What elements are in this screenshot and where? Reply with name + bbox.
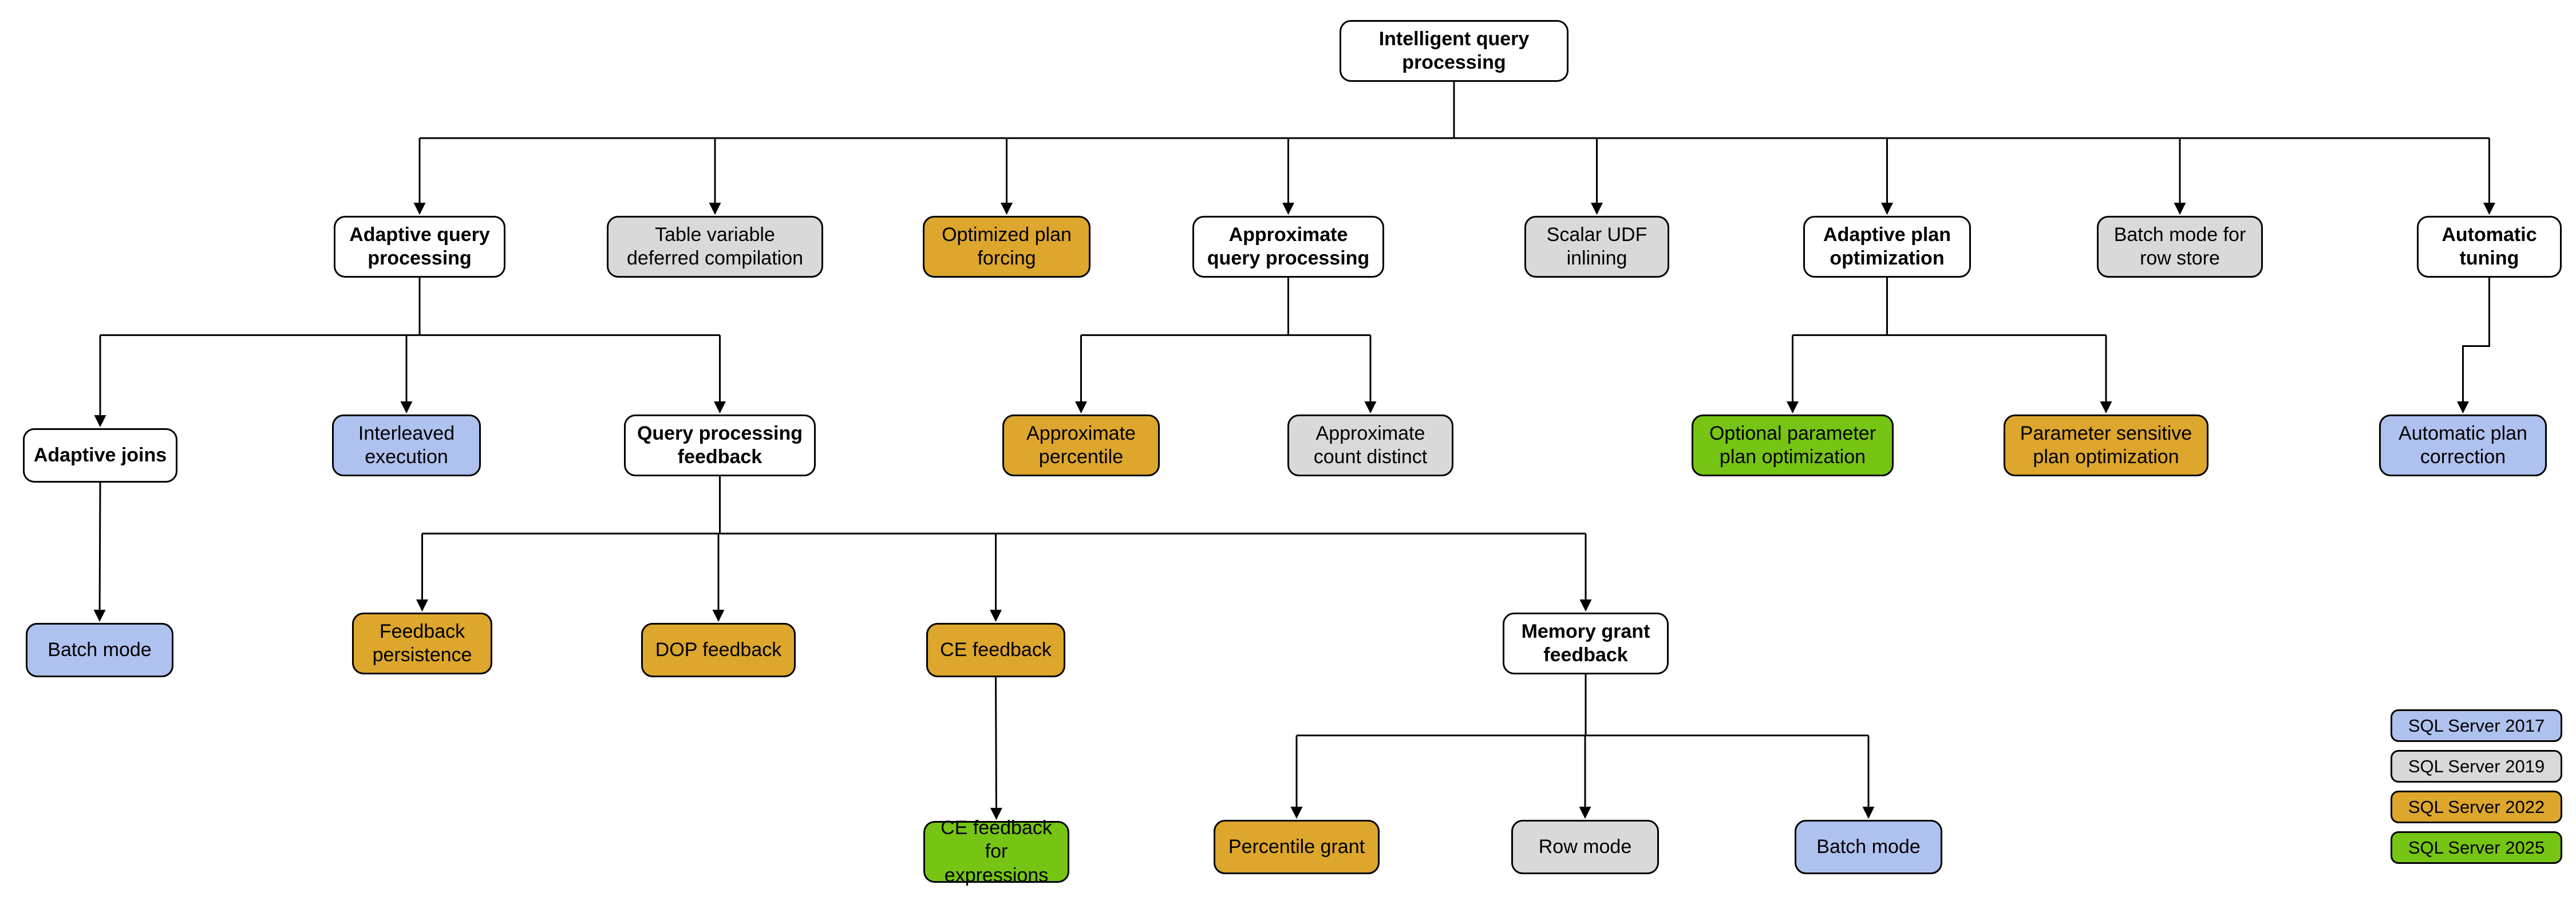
legend-item-sql-server-2025: SQL Server 2025 (2391, 831, 2562, 864)
node-label: Adaptive query processing (349, 223, 490, 269)
node-autotune[interactable]: Automatic tuning (2417, 216, 2562, 278)
node-label: Automatic tuning (2441, 223, 2537, 269)
node-label: Parameter sensitive plan optimization (2020, 422, 2192, 468)
legend-label: SQL Server 2019 (2408, 756, 2545, 776)
node-label: Optimized plan forcing (942, 223, 1072, 269)
node-label: Query processing feedback (637, 422, 803, 468)
node-qpf[interactable]: Query processing feedback (624, 414, 816, 476)
node-label: Batch mode for row store (2113, 223, 2246, 269)
node-label: DOP feedback (655, 638, 782, 661)
node-pgrant[interactable]: Percentile grant (1214, 820, 1380, 874)
node-apc[interactable]: Automatic plan correction (2379, 414, 2547, 476)
node-opf[interactable]: Optimized plan forcing (923, 216, 1091, 278)
node-label: Approximate percentile (1026, 422, 1136, 468)
node-label: Interleaved execution (358, 422, 455, 468)
node-batchmode1[interactable]: Batch mode (26, 623, 173, 677)
node-fbpersist[interactable]: Feedback persistence (352, 613, 492, 674)
node-label: Adaptive joins (33, 444, 167, 466)
node-label: Approximate count distinct (1313, 422, 1428, 468)
legend-label: SQL Server 2017 (2408, 715, 2545, 736)
legend-item-sql-server-2022: SQL Server 2022 (2391, 791, 2562, 823)
node-label: Intelligent query processing (1378, 27, 1530, 73)
node-label: Row mode (1538, 835, 1632, 858)
node-label: Percentile grant (1228, 835, 1365, 858)
connector (990, 677, 1002, 820)
node-aqp[interactable]: Adaptive query processing (334, 216, 505, 278)
node-mgf[interactable]: Memory grant feedback (1503, 613, 1669, 674)
node-rowmode[interactable]: Row mode (1511, 820, 1659, 874)
node-label: Automatic plan correction (2399, 422, 2527, 468)
node-bmrs[interactable]: Batch mode for row store (2097, 216, 2263, 278)
connector (2457, 278, 2490, 414)
node-batchmode2[interactable]: Batch mode (1795, 820, 1942, 874)
node-apercentile[interactable]: Approximate percentile (1002, 414, 1160, 476)
node-dopfb[interactable]: DOP feedback (641, 623, 796, 677)
node-label: Scalar UDF inlining (1546, 223, 1647, 269)
node-label: Optional parameter plan optimization (1709, 422, 1876, 468)
node-apo[interactable]: Adaptive plan optimization (1803, 216, 1971, 278)
node-label: Approximate query processing (1207, 223, 1370, 269)
node-label: CE feedback (940, 638, 1052, 661)
node-label: Batch mode (48, 638, 152, 661)
node-label: Table variable deferred compilation (626, 223, 804, 269)
node-udf[interactable]: Scalar UDF inlining (1524, 216, 1669, 278)
legend-label: SQL Server 2025 (2408, 837, 2545, 858)
node-cefb[interactable]: CE feedback (926, 623, 1065, 677)
node-label: CE feedback for expressions (941, 816, 1052, 886)
node-oppo[interactable]: Optional parameter plan optimization (1692, 414, 1894, 476)
node-label: Batch mode (1816, 835, 1921, 858)
legend-label: SQL Server 2022 (2408, 796, 2545, 817)
node-interleaved[interactable]: Interleaved execution (332, 414, 481, 476)
node-acdistinct[interactable]: Approximate count distinct (1287, 414, 1453, 476)
node-pspo[interactable]: Parameter sensitive plan optimization (2004, 414, 2208, 476)
node-cefbexpr[interactable]: CE feedback for expressions (923, 817, 1069, 886)
node-adaptjoins[interactable]: Adaptive joins (23, 428, 177, 483)
node-approx[interactable]: Approximate query processing (1192, 216, 1384, 278)
node-root[interactable]: Intelligent query processing (1340, 20, 1568, 82)
node-label: Adaptive plan optimization (1823, 223, 1951, 269)
legend-item-sql-server-2017: SQL Server 2017 (2391, 709, 2562, 742)
node-tvdc[interactable]: Table variable deferred compilation (607, 216, 823, 278)
legend-item-sql-server-2019: SQL Server 2019 (2391, 750, 2562, 783)
node-label: Memory grant feedback (1521, 620, 1650, 666)
node-label: Feedback persistence (372, 620, 472, 666)
